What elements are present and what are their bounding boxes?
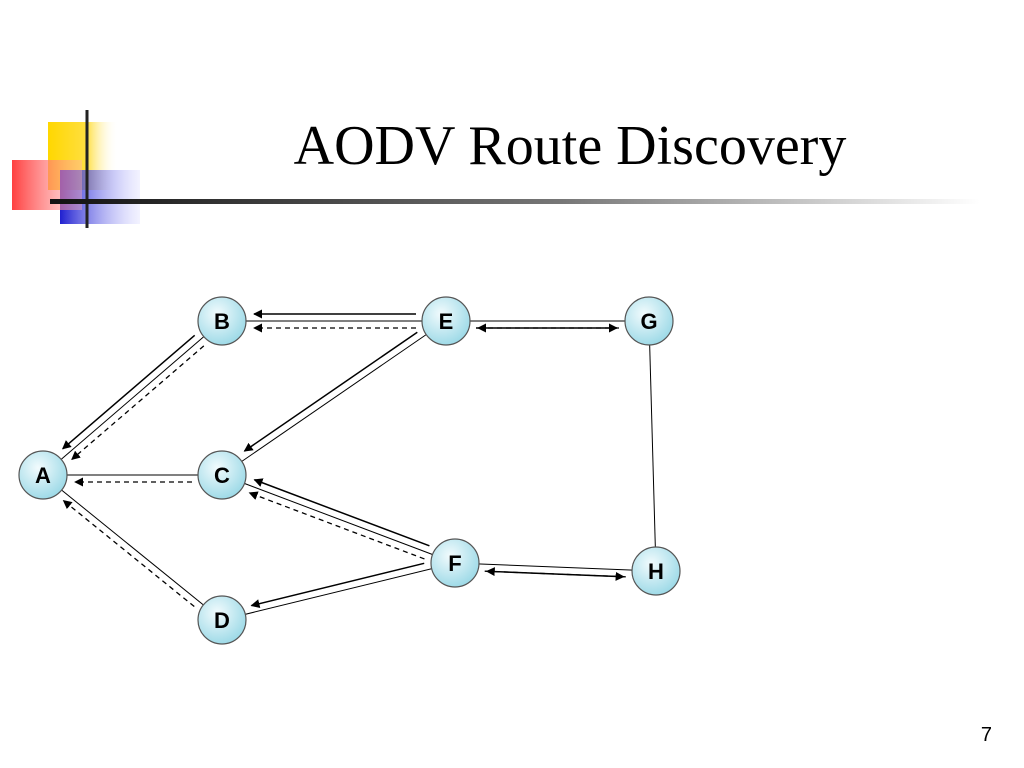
node-D: D	[197, 595, 247, 645]
title-rule	[50, 199, 980, 204]
link-A-B	[42, 320, 223, 476]
rreq-arrow-F-D	[250, 562, 425, 609]
title-decoration	[12, 110, 140, 228]
node-label: C	[214, 463, 230, 488]
node-label: G	[640, 309, 657, 334]
rrep-arrow-B-A	[71, 345, 205, 461]
node-label: A	[35, 463, 51, 488]
link-D-F	[221, 562, 456, 621]
link-E-C	[221, 320, 447, 476]
node-circle	[631, 546, 681, 596]
rreq-arrow-B-A	[62, 334, 196, 450]
slide-title: AODV Route Discovery	[293, 115, 847, 177]
node-label: F	[448, 551, 461, 576]
node-circle	[421, 296, 471, 346]
rreq-arrow-E-C	[243, 331, 418, 452]
node-circle	[430, 538, 480, 588]
node-circle	[18, 450, 68, 500]
node-circle	[197, 595, 247, 645]
node-label: H	[648, 559, 664, 584]
rrep-arrow-D-A	[62, 500, 195, 608]
node-G: G	[624, 296, 674, 346]
node-A: A	[18, 450, 68, 500]
node-circle	[197, 296, 247, 346]
node-C: C	[197, 450, 247, 500]
node-circle	[197, 450, 247, 500]
node-label: D	[214, 608, 230, 633]
node-circle	[624, 296, 674, 346]
rreq-arrow-F-C	[253, 478, 430, 547]
node-label: E	[439, 309, 454, 334]
nodes-layer: A B C D E F G H	[18, 296, 681, 645]
link-A-D	[42, 474, 223, 621]
node-F: F	[430, 538, 480, 588]
node-label: B	[214, 309, 230, 334]
link-F-H	[454, 562, 657, 572]
node-B: B	[197, 296, 247, 346]
links-layer	[42, 320, 657, 621]
arrows-layer	[62, 309, 626, 609]
rrep-arrow-F-C	[248, 491, 425, 560]
node-H: H	[631, 546, 681, 596]
node-E: E	[421, 296, 471, 346]
link-C-F	[221, 474, 456, 564]
page-number: 7	[980, 724, 992, 746]
link-G-H	[648, 320, 657, 572]
